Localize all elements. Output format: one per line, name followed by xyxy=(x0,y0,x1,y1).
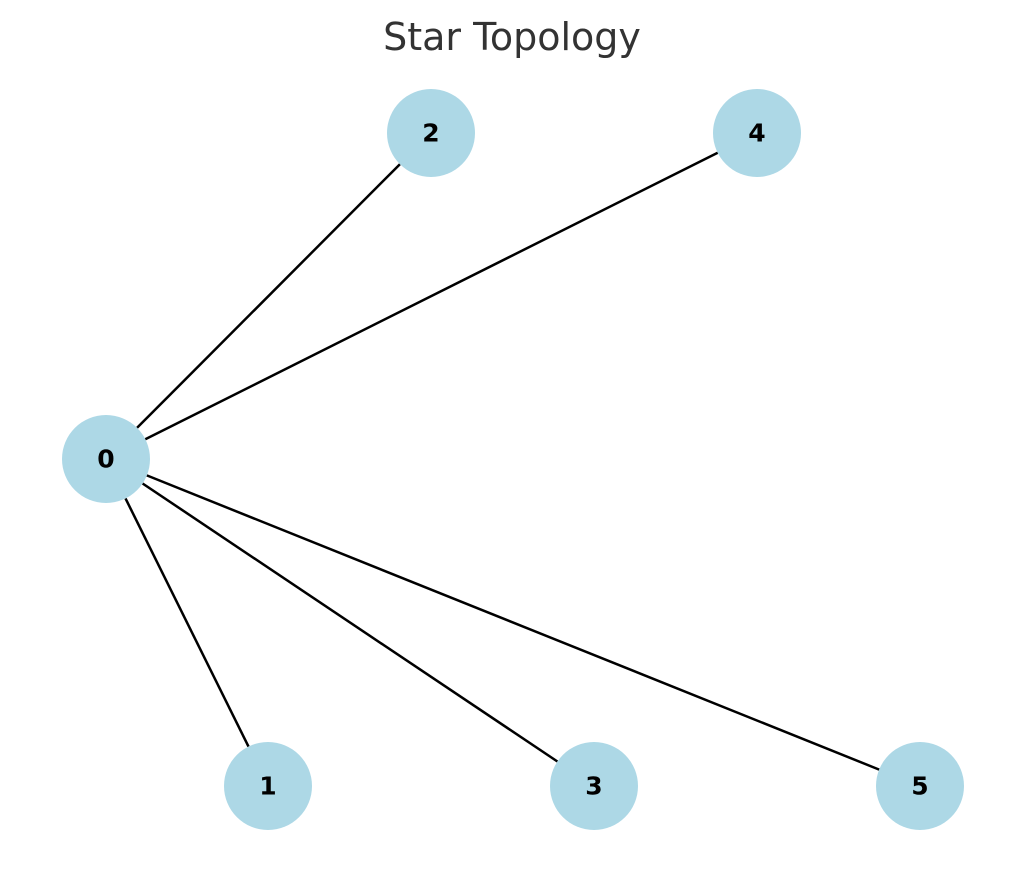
node-5: 5 xyxy=(876,742,964,830)
node-1: 1 xyxy=(224,742,312,830)
edge-0-5 xyxy=(146,474,880,771)
edges-layer xyxy=(124,151,880,771)
edge-0-4 xyxy=(144,151,719,441)
node-circle-0 xyxy=(62,415,150,503)
edge-0-2 xyxy=(136,163,401,429)
edge-0-3 xyxy=(141,482,559,763)
node-label-2: 2 xyxy=(422,119,439,148)
node-circle-4 xyxy=(713,89,801,177)
node-circle-5 xyxy=(876,742,964,830)
node-label-3: 3 xyxy=(585,772,602,801)
node-label-5: 5 xyxy=(911,772,928,801)
diagram-title: Star Topology xyxy=(383,15,641,59)
edge-0-1 xyxy=(124,497,250,748)
node-circle-2 xyxy=(387,89,475,177)
node-3: 3 xyxy=(550,742,638,830)
node-2: 2 xyxy=(387,89,475,177)
node-0: 0 xyxy=(62,415,150,503)
nodes-layer: 0 1 2 3 4 5 xyxy=(62,89,964,830)
node-4: 4 xyxy=(713,89,801,177)
node-circle-3 xyxy=(550,742,638,830)
node-label-1: 1 xyxy=(259,772,276,801)
node-circle-1 xyxy=(224,742,312,830)
node-label-4: 4 xyxy=(748,119,765,148)
node-label-0: 0 xyxy=(97,445,114,474)
